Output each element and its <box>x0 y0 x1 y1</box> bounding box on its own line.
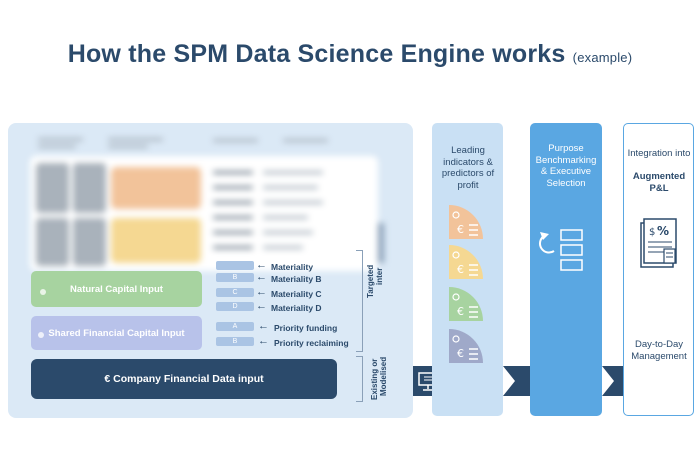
materiality-tag-c: C <box>216 288 254 297</box>
existing-bracket <box>356 356 363 402</box>
natural-capital-input: Natural Capital Input <box>31 271 202 307</box>
arrow-left-icon: ← <box>258 335 269 347</box>
targeted-label-2: inter <box>375 267 384 285</box>
priority-reclaiming-label: Priority reclaiming <box>274 338 349 348</box>
euro-list-icons: € € € € <box>449 205 483 363</box>
arrow-left-icon: ← <box>256 259 267 271</box>
integration-column <box>623 123 694 416</box>
targeted-label: Targeted <box>366 264 375 298</box>
leading-indicators-text: Leading indicators & predictors of profi… <box>441 145 495 191</box>
materiality-partial-label: Materiality <box>271 262 314 272</box>
svg-text:€: € <box>457 305 464 318</box>
arrow-left-icon: ← <box>256 300 267 312</box>
svg-text:€: € <box>457 347 464 360</box>
purpose-benchmarking-text: Purpose Benchmarking & Executive Selecti… <box>535 143 597 189</box>
layout-blocks-icon <box>560 229 583 271</box>
existing-label: Existing or <box>370 358 379 400</box>
blurred-region <box>8 123 413 271</box>
arrow-left-icon: ← <box>258 320 269 332</box>
materiality-c-label: Materiality C <box>271 289 322 299</box>
company-financial-label: € Company Financial Data input <box>104 373 264 385</box>
materiality-tag-d: D <box>216 302 254 311</box>
euro-list-icon: € <box>449 245 483 279</box>
title-suffix: (example) <box>572 50 633 65</box>
materiality-tag-partial <box>216 261 254 270</box>
rotate-arrow-icon <box>539 232 555 254</box>
priority-funding-label: Priority funding <box>274 323 338 333</box>
svg-text:$: $ <box>649 227 655 238</box>
report-icon: $ % <box>640 218 677 268</box>
priority-tag-b: B <box>216 337 254 346</box>
augmented-pl-text: Augmented P&L <box>632 171 686 194</box>
materiality-b-label: Materiality B <box>271 274 322 284</box>
euro-list-icon: € <box>449 287 483 321</box>
arrow-left-icon: ← <box>256 286 267 298</box>
svg-text:€: € <box>457 223 464 236</box>
title-text: How the SPM Data Science Engine works <box>67 40 566 68</box>
shared-financial-label: Shared Financial Capital Input <box>48 327 185 339</box>
priority-tag-a: A <box>216 322 254 331</box>
materiality-tag-b: B <box>216 273 254 282</box>
existing-label-2: Modelised <box>379 356 388 396</box>
materiality-d-label: Materiality D <box>271 303 322 313</box>
euro-list-icon: € <box>449 329 483 363</box>
page-title: How the SPM Data Science Engine works (e… <box>0 40 700 69</box>
day-to-day-text: Day-to-Day Management <box>631 339 687 362</box>
company-financial-input: € Company Financial Data input <box>31 359 337 399</box>
euro-list-icon: € <box>449 205 483 239</box>
svg-text:%: % <box>657 224 669 238</box>
natural-capital-label: Natural Capital Input <box>70 283 163 295</box>
shared-financial-input: Shared Financial Capital Input <box>31 316 202 350</box>
leaf-icon <box>40 289 46 295</box>
targeted-bracket <box>356 250 363 352</box>
svg-text:€: € <box>457 263 464 276</box>
people-icon <box>38 332 44 338</box>
integration-text: Integration into <box>627 148 691 159</box>
arrow-left-icon: ← <box>256 271 267 283</box>
